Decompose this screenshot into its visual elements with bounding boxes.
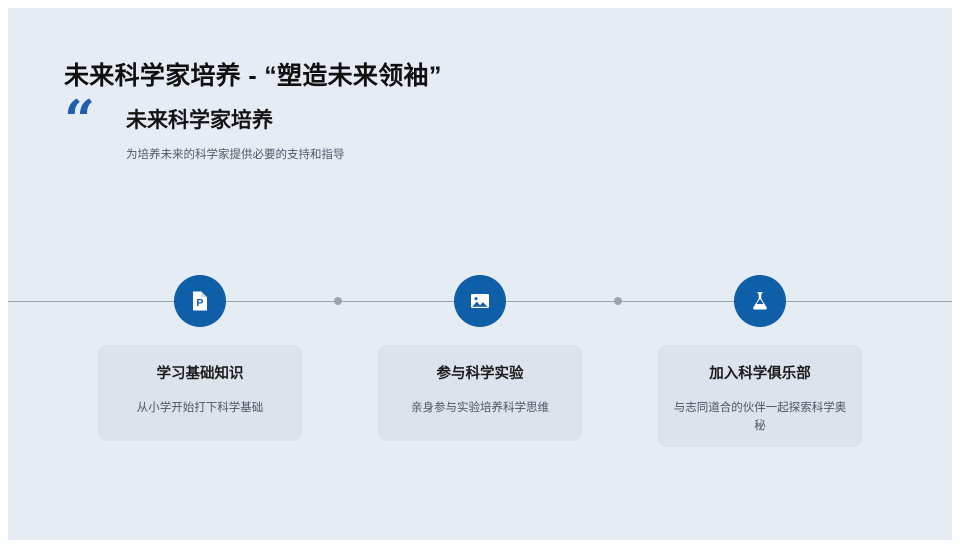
quote-mark-icon: “ <box>64 88 96 152</box>
presentation-file-icon: P <box>188 289 212 313</box>
timeline-node-3[interactable] <box>734 275 786 327</box>
card-title: 学习基础知识 <box>156 366 244 382</box>
slide-canvas: 未来科学家培养 - “塑造未来领袖” “ 未来科学家培养 为培养未来的科学家提供… <box>8 8 952 540</box>
card-description: 亲身参与实验培养科学思维 <box>411 402 549 414</box>
timeline-card-2: 参与科学实验 亲身参与实验培养科学思维 <box>378 345 582 441</box>
card-description: 与志同道合的伙伴一起探索科学奥秘 <box>673 402 847 432</box>
page-title: 未来科学家培养 - “塑造未来领袖” <box>64 62 442 90</box>
timeline-node-2[interactable] <box>454 275 506 327</box>
image-photo-icon <box>468 289 492 313</box>
card-title: 参与科学实验 <box>436 366 524 382</box>
timeline-card-3: 加入科学俱乐部 与志同道合的伙伴一起探索科学奥秘 <box>658 345 862 447</box>
timeline-dot <box>614 297 622 305</box>
quote-subtitle: 为培养未来的科学家提供必要的支持和指导 <box>126 149 345 161</box>
quote-block: “ 未来科学家培养 为培养未来的科学家提供必要的支持和指导 <box>64 88 764 176</box>
quote-heading: 未来科学家培养 <box>126 109 273 132</box>
timeline-card-1: 学习基础知识 从小学开始打下科学基础 <box>98 345 302 441</box>
flask-icon <box>748 289 772 313</box>
svg-text:P: P <box>196 297 203 309</box>
timeline-node-1[interactable]: P <box>174 275 226 327</box>
timeline-dot <box>334 297 342 305</box>
card-title: 加入科学俱乐部 <box>709 366 811 382</box>
card-description: 从小学开始打下科学基础 <box>136 402 264 414</box>
